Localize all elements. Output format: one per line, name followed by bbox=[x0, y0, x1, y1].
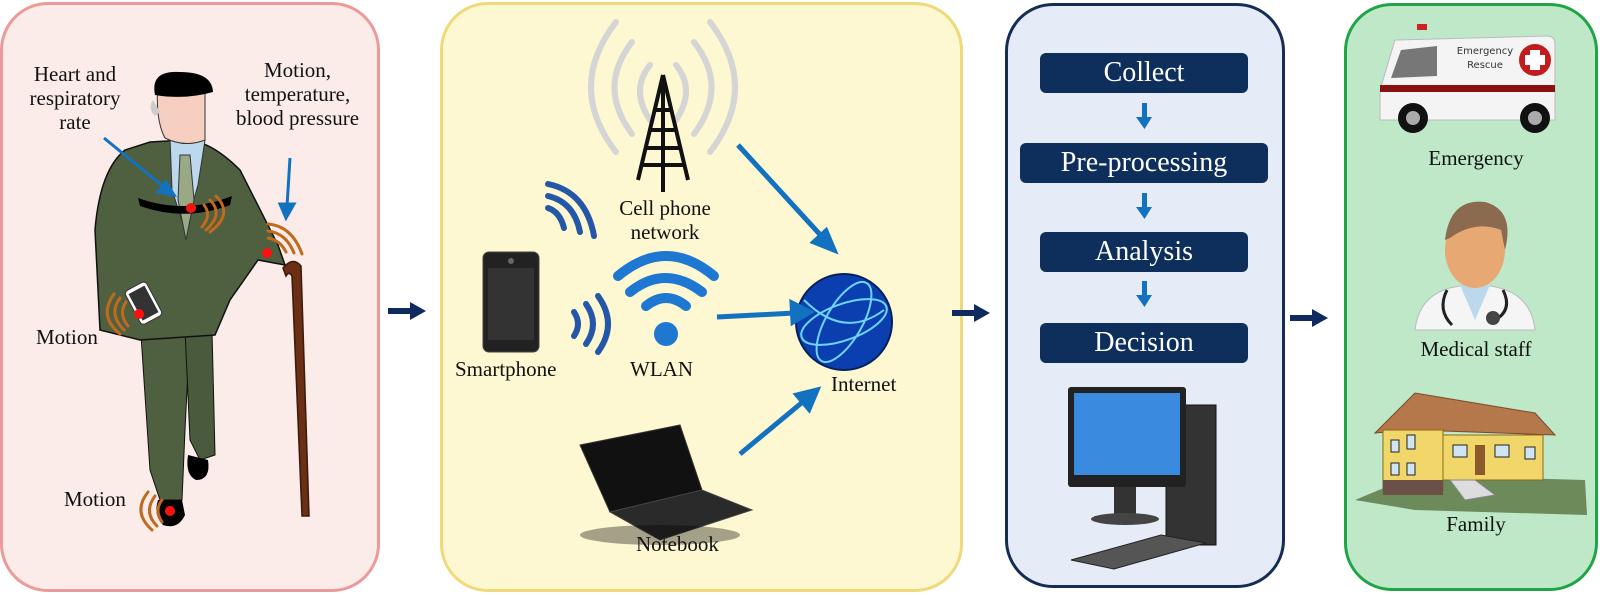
pointer-arrows bbox=[103, 136, 297, 222]
desktop-computer-icon bbox=[1068, 387, 1217, 570]
family-house-icon bbox=[1355, 392, 1587, 515]
flow-arrow-1 bbox=[388, 302, 426, 320]
step-decision: Decision bbox=[1040, 323, 1248, 363]
elderly-person-figure bbox=[94, 71, 310, 532]
ambulance-icon: Emergency Rescue bbox=[1379, 24, 1556, 133]
wireless-signal-icon bbox=[545, 181, 611, 355]
notebook-label: Notebook bbox=[636, 532, 719, 556]
medical-staff-label: Medical staff bbox=[1420, 337, 1532, 361]
process-arrows bbox=[1136, 103, 1152, 307]
internet-arrows bbox=[716, 143, 839, 456]
walking-cane-icon bbox=[282, 260, 310, 517]
heart-rate-label: Heart and respiratory rate bbox=[29, 62, 121, 134]
flow-arrow-2 bbox=[952, 304, 990, 322]
step-analysis: Analysis bbox=[1040, 232, 1248, 272]
wrist-sensor-dot bbox=[262, 248, 272, 258]
signal-waves-icon bbox=[105, 194, 304, 532]
wlan-label: WLAN bbox=[630, 357, 693, 381]
motion-ankle-label: Motion bbox=[64, 487, 126, 511]
cell-network-label: Cell phone network bbox=[619, 196, 711, 244]
internet-globe-icon bbox=[795, 273, 893, 371]
emergency-label: Emergency bbox=[1428, 146, 1524, 170]
family-label: Family bbox=[1446, 512, 1506, 536]
step-collect: Collect bbox=[1040, 53, 1248, 93]
smartphone-icon bbox=[482, 251, 540, 353]
hat-icon bbox=[154, 71, 213, 97]
phone-sensor-icon bbox=[124, 281, 163, 325]
motion-temp-bp-label: Motion, temperature, blood pressure bbox=[235, 58, 360, 130]
step-preprocessing: Pre-processing bbox=[1020, 143, 1268, 183]
flow-arrow-3 bbox=[1290, 309, 1328, 327]
notebook-icon bbox=[579, 424, 754, 545]
smartphone-label: Smartphone bbox=[455, 357, 557, 381]
ambulance-text-line1: Emergency bbox=[1457, 46, 1513, 57]
ankle-sensor-dot bbox=[165, 506, 175, 516]
medical-staff-icon bbox=[1414, 201, 1536, 331]
cell-tower-icon bbox=[588, 19, 738, 192]
ambulance-text-line2: Rescue bbox=[1467, 60, 1503, 71]
motion-hand-label: Motion bbox=[36, 325, 98, 349]
chest-strap-sensor bbox=[138, 196, 232, 214]
wifi-icon bbox=[613, 251, 719, 311]
chest-sensor-dot bbox=[186, 203, 196, 213]
communication-graphics bbox=[482, 19, 893, 545]
hand-sensor-dot bbox=[134, 309, 144, 319]
internet-label: Internet bbox=[831, 372, 897, 396]
